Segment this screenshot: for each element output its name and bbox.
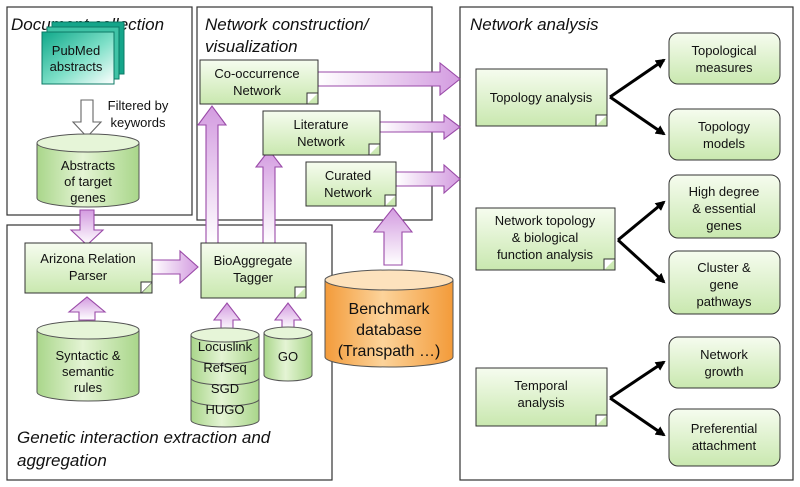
abstracts-label-line3: genes (70, 190, 106, 205)
pubmed-stack-icon (41, 21, 125, 85)
arrow-arizona-bioaggregate (151, 249, 199, 285)
pubmed-label-line2: abstracts (50, 59, 103, 74)
arrow-bioaggregate-literature (254, 149, 284, 244)
hugo-label: HUGO (206, 402, 245, 417)
arrow-abstracts-arizona (69, 209, 105, 246)
network-construction-title-line2: visualization (205, 37, 298, 56)
database-stack (190, 327, 260, 428)
network-topology-bio-line1: Network topology (495, 213, 596, 228)
genetic-extraction-title-line2: aggregation (17, 451, 107, 470)
curated-box (305, 161, 397, 207)
go-cylinder (263, 326, 313, 382)
benchmark-label-line2: database (356, 322, 422, 339)
topology-models-line2: models (703, 136, 745, 151)
literature-label-line2: Network (297, 134, 345, 149)
syntactic-label-line1: Syntactic & (55, 348, 120, 363)
network-growth-box (668, 336, 781, 389)
syntactic-label-line3: rules (74, 380, 103, 395)
preferential-line2: attachment (692, 438, 757, 453)
curated-label-line1: Curated (325, 168, 371, 183)
sgd-label: SGD (211, 381, 239, 396)
syntactic-label-line2: semantic (62, 364, 115, 379)
arrow-cooccurrence-analysis (317, 61, 461, 97)
network-topology-bio-line3: function analysis (497, 247, 594, 262)
arizona-label-line2: Parser (69, 268, 108, 283)
arrow-syntactic-arizona (67, 296, 107, 321)
topological-measures-line2: measures (695, 60, 753, 75)
high-degree-line3: genes (706, 218, 742, 233)
topology-models-box (668, 108, 781, 161)
topological-measures-box (668, 32, 781, 85)
cooccurrence-label-line2: Network (233, 83, 281, 98)
bioaggregate-label-line2: Tagger (233, 270, 273, 285)
preferential-line1: Preferential (691, 421, 758, 436)
temporal-label-line1: Temporal (514, 378, 568, 393)
pubmed-label-line1: PubMed (52, 43, 100, 58)
arrow-topology-measures (609, 58, 666, 99)
topological-measures-line1: Topological (691, 43, 756, 58)
cluster-line2: gene (710, 277, 739, 292)
cluster-line3: pathways (697, 294, 752, 309)
high-degree-line2: & essential (692, 201, 756, 216)
network-analysis-title: Network analysis (470, 15, 599, 34)
arrow-literature-analysis (379, 113, 461, 141)
arizona-label-line1: Arizona Relation (40, 251, 135, 266)
topology-analysis-label: Topology analysis (490, 90, 593, 105)
arrow-cluster (616, 238, 666, 284)
arrow-network-growth (609, 360, 666, 400)
topology-analysis-box (475, 68, 608, 127)
refseq-label: RefSeq (203, 360, 246, 375)
network-growth-line1: Network (700, 347, 748, 362)
high-degree-line1: High degree (689, 184, 760, 199)
cooccurrence-label-line1: Co-occurrence (214, 66, 299, 81)
arrow-benchmark-curated (372, 207, 414, 266)
arrow-high-degree (617, 200, 666, 242)
arrows-broad (67, 61, 461, 332)
analysis-arrows (609, 58, 666, 437)
filtered-label-line2: keywords (111, 115, 166, 130)
abstracts-label-line2: of target (64, 174, 112, 189)
cluster-box (668, 250, 781, 315)
network-growth-line2: growth (704, 364, 743, 379)
genetic-extraction-title-line1: Genetic interaction extraction and (17, 428, 271, 447)
filtered-label-line1: Filtered by (108, 98, 169, 113)
temporal-box (475, 367, 608, 427)
arrow-pubmed-abstracts (71, 99, 103, 138)
network-topology-bio-line2: & biological (512, 230, 579, 245)
go-label: GO (278, 349, 298, 364)
cluster-line1: Cluster & (697, 260, 751, 275)
temporal-label-line2: analysis (518, 395, 565, 410)
cooccurrence-box (199, 59, 319, 105)
benchmark-cylinder (324, 269, 454, 368)
benchmark-label-line1: Benchmark (349, 301, 431, 318)
arrow-topology-models (609, 95, 666, 136)
arizona-box (24, 242, 153, 294)
syntactic-cylinder (36, 320, 140, 402)
bioaggregate-label-line1: BioAggregate (214, 253, 293, 268)
abstracts-label-line1: Abstracts (61, 158, 116, 173)
arrow-preferential (609, 396, 666, 437)
benchmark-label-line3: (Transpath …) (338, 343, 441, 360)
network-construction-title-line1: Network construction/ (205, 15, 371, 34)
bioaggregate-box (200, 242, 307, 299)
topology-models-line1: Topology (698, 119, 751, 134)
abstracts-cylinder (36, 133, 140, 208)
literature-label-line1: Literature (294, 117, 349, 132)
arrow-curated-analysis (395, 163, 461, 195)
curated-label-line2: Network (324, 185, 372, 200)
arrow-bioaggregate-cooccurrence (196, 105, 228, 244)
preferential-box (668, 408, 781, 467)
literature-box (262, 110, 381, 156)
network-topology-bio-box (475, 207, 616, 271)
high-degree-box (668, 174, 781, 239)
locuslink-label: Locuslink (198, 339, 253, 354)
